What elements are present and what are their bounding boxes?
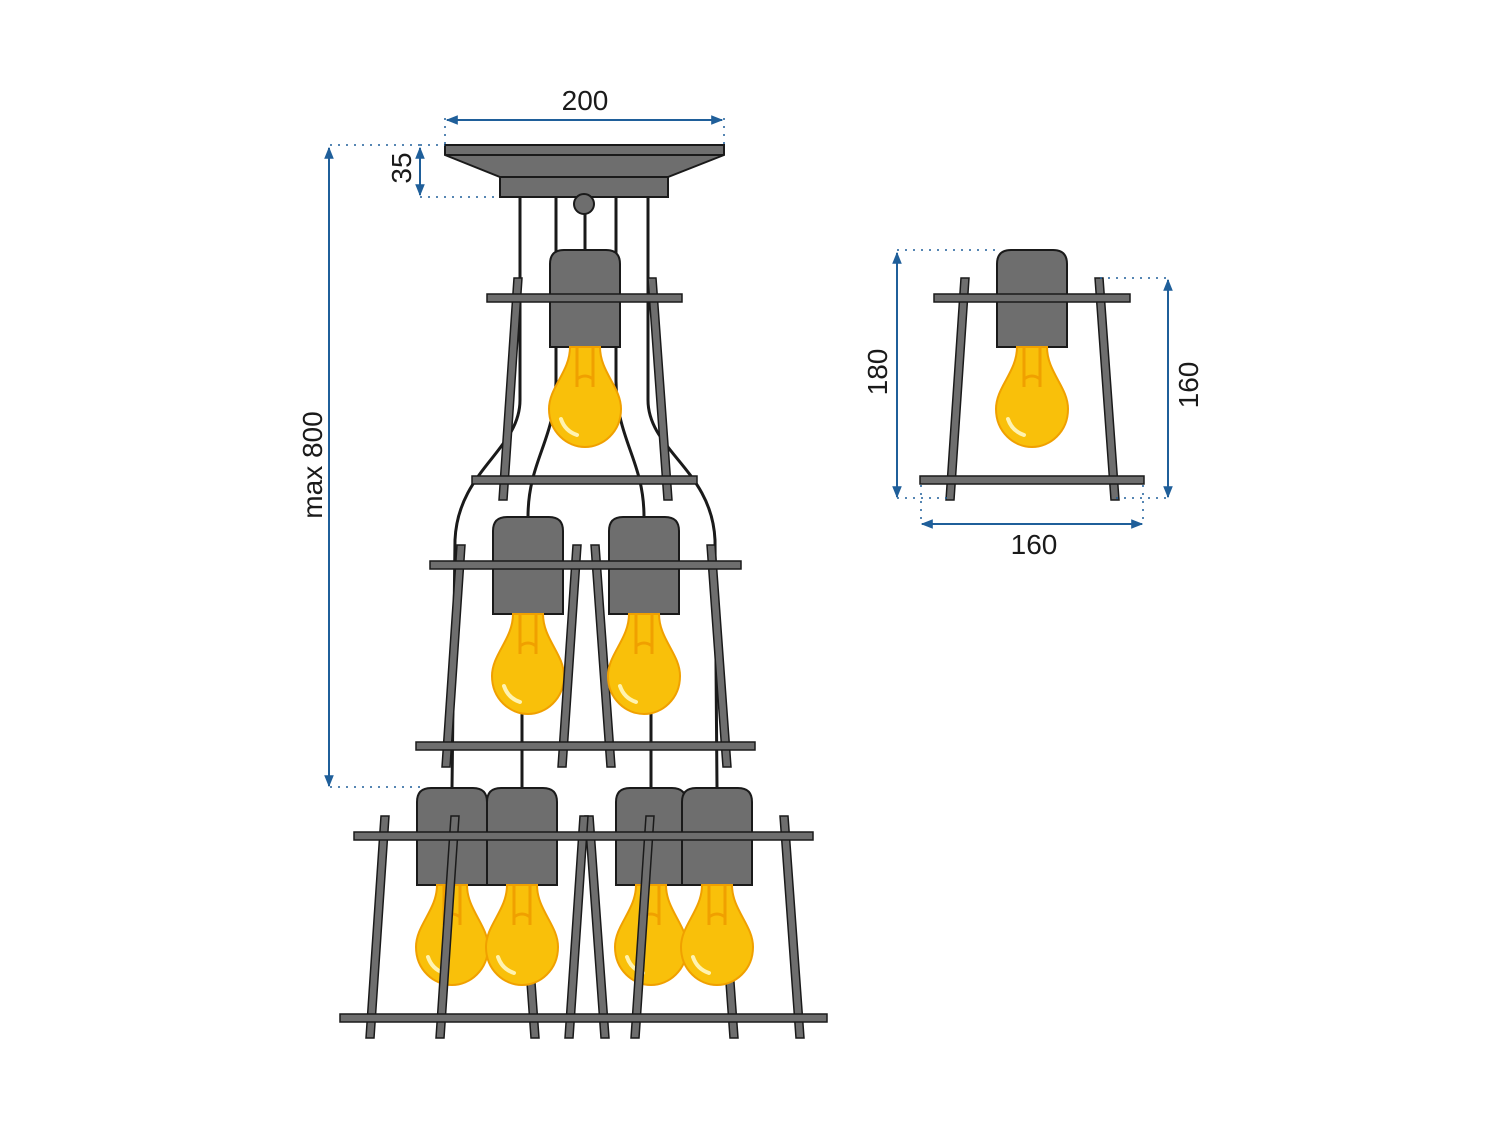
cage-post	[564, 815, 589, 1039]
lamp-cage	[557, 516, 732, 768]
bulb-highlight	[502, 684, 522, 704]
cage-bar	[471, 475, 698, 485]
cage-bar	[919, 475, 1145, 485]
light-bulb	[547, 346, 623, 449]
dimension-lines	[324, 115, 1173, 788]
cage-post	[590, 544, 616, 768]
canopy-width-label: 200	[562, 85, 609, 116]
cage-post	[945, 277, 970, 501]
max-height-label: max 800	[297, 411, 328, 518]
light-bulb	[679, 884, 755, 987]
bulb-filament	[1022, 347, 1042, 387]
cage-post	[647, 277, 673, 501]
lamp-cages	[339, 249, 1145, 1039]
single-cage-height-label: 160	[1173, 362, 1204, 409]
bulb-filament	[518, 614, 538, 654]
cage-post	[1094, 277, 1120, 501]
cage-bar	[353, 831, 814, 841]
light-bulb	[606, 613, 682, 716]
cage-post	[557, 544, 582, 768]
bulb-filament	[512, 885, 532, 925]
cage-post	[435, 815, 460, 1039]
lamp-cage	[945, 249, 1120, 501]
cage-post	[584, 815, 610, 1039]
light-bulb	[484, 884, 560, 987]
bulb-highlight	[559, 417, 579, 437]
bulb-filament	[575, 347, 595, 387]
light-bulb	[490, 613, 566, 716]
single-height-label: 180	[862, 349, 893, 396]
cable	[646, 197, 719, 789]
cage-bar	[415, 741, 756, 751]
lamp-cage	[498, 249, 673, 501]
bulb-filament	[707, 885, 727, 925]
lamp-cage	[441, 516, 616, 768]
cage-bar	[339, 1013, 828, 1023]
light-bulb	[994, 346, 1070, 449]
ceiling-canopy	[444, 144, 725, 215]
bulb-filament	[634, 614, 654, 654]
cage-bar	[429, 560, 742, 570]
bulb-highlight	[618, 684, 638, 704]
light-bulb	[613, 884, 689, 987]
light-bulb	[414, 884, 490, 987]
cage-bar	[486, 293, 683, 303]
bulb-highlight	[496, 955, 516, 975]
cage-post	[630, 815, 655, 1039]
cage-post	[498, 277, 523, 501]
bulb-highlight	[691, 955, 711, 975]
cage-post	[441, 544, 466, 768]
cable	[450, 197, 522, 789]
canopy-height-label: 35	[386, 152, 417, 183]
bulb-highlight	[1006, 417, 1026, 437]
cable	[526, 197, 558, 518]
cage-bar	[933, 293, 1131, 303]
cable	[614, 197, 646, 518]
cage-post	[779, 815, 805, 1039]
cage-post	[365, 815, 390, 1039]
cage-post	[706, 544, 732, 768]
single-width-label: 160	[1011, 529, 1058, 560]
